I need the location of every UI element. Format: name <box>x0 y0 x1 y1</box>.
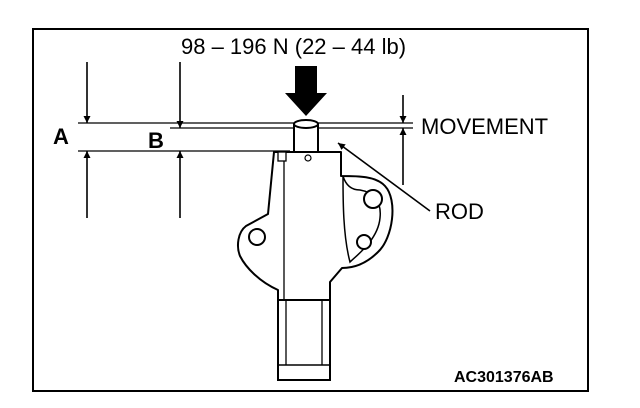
tensioner-barrel <box>277 299 331 381</box>
mounting-hole-icon <box>363 189 383 209</box>
dimension-a-label: A <box>53 124 69 149</box>
dimension-b-label: B <box>148 128 164 153</box>
corner-notch <box>277 151 287 162</box>
figure-code: AC301376AB <box>454 369 554 386</box>
figure-border <box>32 28 589 392</box>
tensioner-inner-outline <box>342 175 381 264</box>
rod-leader-line <box>337 142 431 212</box>
rod <box>293 119 319 153</box>
dimension-reference-lines <box>78 122 413 152</box>
tensioner-body <box>237 151 394 301</box>
small-hole-icon <box>304 154 312 162</box>
mounting-hole-icon <box>356 234 372 250</box>
rod-label: ROD <box>435 199 484 224</box>
force-label: 98 – 196 N (22 – 44 lb) <box>181 34 407 59</box>
force-arrow-icon <box>285 66 327 116</box>
mounting-hole-icon <box>248 228 266 246</box>
movement-label: MOVEMENT <box>421 114 549 139</box>
